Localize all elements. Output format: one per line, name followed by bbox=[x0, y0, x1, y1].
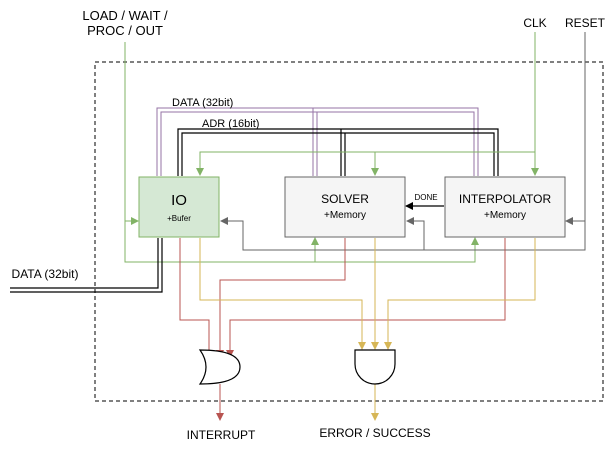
status-wires bbox=[199, 238, 536, 421]
solver-block: SOLVER +Memory bbox=[284, 176, 406, 238]
reset-label: RESET bbox=[565, 16, 606, 30]
data-input-label: DATA (32bit) bbox=[12, 267, 79, 281]
interrupt-label: INTERRUPT bbox=[187, 428, 256, 442]
adr-bus-label: ADR (16bit) bbox=[202, 118, 259, 130]
interpolator-subtitle: +Memory bbox=[484, 210, 526, 221]
system-boundary bbox=[94, 61, 604, 402]
data-bus bbox=[156, 107, 479, 176]
done-label: DONE bbox=[414, 193, 437, 202]
io-block: IO +Bufer bbox=[138, 176, 220, 238]
data-input-bus bbox=[10, 238, 163, 293]
data-bus-label: DATA (32bit) bbox=[172, 97, 233, 109]
interpolator-title: INTERPOLATOR bbox=[459, 192, 552, 206]
clk-label: CLK bbox=[523, 16, 546, 30]
control-label-line1: LOAD / WAIT / bbox=[82, 8, 168, 23]
solver-subtitle: +Memory bbox=[324, 210, 366, 221]
or-gate-interrupt bbox=[198, 349, 241, 385]
interpolator-block: INTERPOLATOR +Memory bbox=[444, 176, 566, 238]
clk-line bbox=[196, 32, 539, 176]
and-gate-status bbox=[354, 349, 396, 385]
control-label-line2: PROC / OUT bbox=[87, 23, 163, 38]
error-success-label: ERROR / SUCCESS bbox=[319, 426, 430, 440]
reset-line bbox=[220, 32, 586, 251]
solver-title: SOLVER bbox=[321, 192, 369, 206]
io-title: IO bbox=[171, 192, 187, 209]
io-subtitle: +Bufer bbox=[167, 214, 191, 223]
interrupt-wires bbox=[179, 238, 506, 421]
